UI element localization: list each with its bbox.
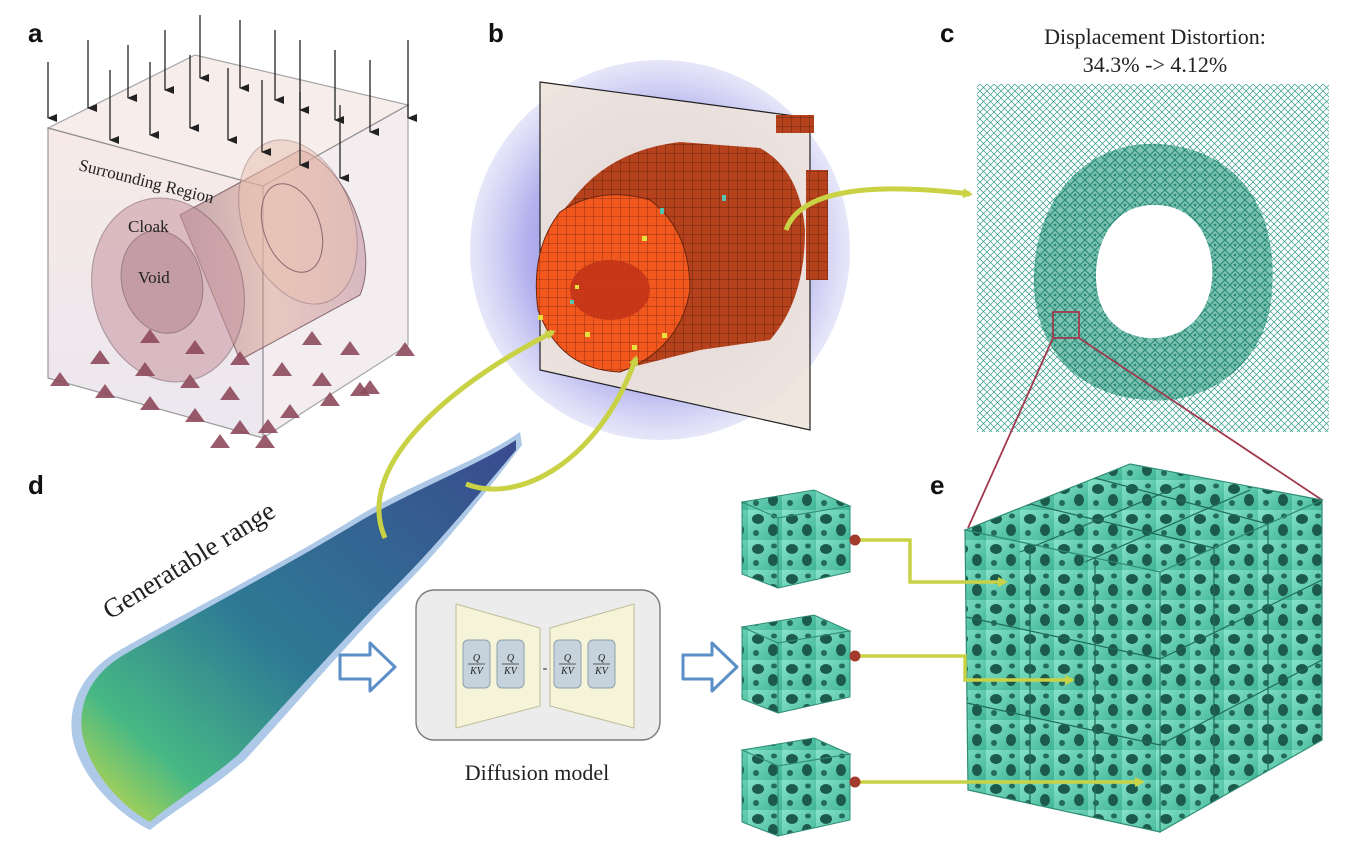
support-triangle bbox=[95, 384, 115, 398]
support-triangle bbox=[210, 434, 230, 448]
voxel-teal-spots bbox=[570, 195, 726, 304]
unit-cell-side bbox=[777, 630, 851, 714]
unit-cell-front bbox=[741, 626, 779, 714]
label-cloak: Cloak bbox=[128, 217, 169, 236]
panel-e: e bbox=[930, 463, 1325, 834]
attention-kv-label: KV bbox=[560, 666, 576, 677]
attention-block: Q KV bbox=[462, 639, 491, 689]
support-triangle bbox=[230, 420, 250, 434]
connector-arrow-2 bbox=[855, 654, 1075, 685]
support-triangle bbox=[395, 342, 415, 356]
yellow-arrow-b-to-c bbox=[783, 186, 973, 231]
cell-to-lattice-connectors bbox=[849, 534, 1145, 788]
support-triangle bbox=[185, 340, 205, 354]
support-triangle bbox=[230, 351, 250, 365]
unit-cell-3 bbox=[740, 737, 852, 837]
attention-q-label: Q bbox=[598, 653, 606, 664]
void-hole bbox=[1095, 204, 1213, 339]
panel-letter-b: b bbox=[488, 18, 504, 48]
attention-kv-label: KV bbox=[469, 666, 485, 677]
support-triangle bbox=[90, 350, 110, 364]
support-triangle bbox=[360, 380, 380, 394]
voxel-back-side bbox=[806, 170, 828, 280]
support-triangle bbox=[185, 408, 205, 422]
hollow-arrow-d-to-model bbox=[338, 641, 397, 693]
yellow-arrow-d-to-b-2 bbox=[465, 355, 639, 492]
connector-dot-2 bbox=[849, 650, 861, 662]
connector-dot-3 bbox=[849, 776, 861, 788]
support-triangle bbox=[50, 372, 70, 386]
attention-block: Q KV bbox=[553, 639, 582, 689]
panel-d: d Generatable range bbox=[28, 432, 522, 830]
zoom-line-left bbox=[967, 337, 1054, 529]
connector-dot-1 bbox=[849, 534, 861, 546]
support-triangle bbox=[140, 329, 160, 343]
diffusion-model-caption: Diffusion model bbox=[465, 760, 609, 785]
support-triangle bbox=[302, 331, 322, 345]
voxel-highlights bbox=[538, 236, 667, 350]
connector-arrow-1 bbox=[855, 538, 1008, 587]
support-triangle bbox=[140, 396, 160, 410]
support-triangle bbox=[135, 362, 155, 376]
attention-blocks: Q KV Q KV Q KV Q KV bbox=[462, 639, 616, 689]
panel-a: a Surrounding Region Cloak Void bbox=[28, 15, 417, 448]
panel-letter-c: c bbox=[940, 18, 954, 48]
unit-cell-1 bbox=[740, 489, 852, 589]
unit-cell-side bbox=[777, 753, 851, 837]
attention-q-label: Q bbox=[473, 653, 481, 664]
support-triangle bbox=[280, 404, 300, 418]
lattice-cube-grid bbox=[965, 477, 1323, 818]
panel-c: c Displacement Distortion: 34.3% -> 4.12… bbox=[940, 18, 1329, 529]
panel-letter-d: d bbox=[28, 470, 44, 500]
unit-cell-side bbox=[777, 505, 851, 589]
cloak-cylinder bbox=[91, 139, 367, 383]
support-triangle bbox=[258, 419, 278, 433]
yellow-arrow-d-to-b-1 bbox=[376, 329, 556, 540]
attention-block: Q KV bbox=[496, 639, 525, 689]
panel-letter-a: a bbox=[28, 18, 43, 48]
distortion-title-line2: 34.3% -> 4.12% bbox=[1083, 52, 1227, 77]
diffusion-model: Q KV Q KV Q KV Q KV - Diffusion model bbox=[415, 589, 661, 785]
zoom-line-right bbox=[1078, 337, 1323, 501]
generatable-range-wedge bbox=[81, 440, 517, 822]
unet-separator: - bbox=[543, 661, 548, 676]
panel-b: b bbox=[470, 18, 850, 440]
distortion-title-line1: Displacement Distortion: bbox=[1044, 24, 1266, 49]
panel-letter-e: e bbox=[930, 470, 944, 500]
load-arrows bbox=[47, 15, 417, 182]
voxel-back-top bbox=[776, 115, 814, 133]
unit-cell-front bbox=[741, 749, 779, 837]
hollow-arrow-model-to-cells bbox=[681, 641, 739, 693]
support-triangle bbox=[320, 392, 340, 406]
support-triangle bbox=[220, 386, 240, 400]
label-void: Void bbox=[138, 268, 170, 287]
attention-kv-label: KV bbox=[594, 666, 610, 677]
attention-q-label: Q bbox=[564, 653, 572, 664]
support-triangle bbox=[272, 362, 292, 376]
zoom-box bbox=[1052, 311, 1080, 339]
unit-cell-2 bbox=[740, 614, 852, 714]
voxel-cavity bbox=[570, 260, 650, 320]
attention-kv-label: KV bbox=[503, 666, 519, 677]
attention-block: Q KV bbox=[587, 639, 616, 689]
support-triangle bbox=[255, 434, 275, 448]
support-triangle bbox=[340, 341, 360, 355]
support-triangle bbox=[312, 372, 332, 386]
unit-cells bbox=[740, 489, 852, 837]
support-triangles bbox=[50, 329, 415, 448]
unit-cell-front bbox=[741, 501, 779, 589]
support-triangle bbox=[180, 374, 200, 388]
attention-q-label: Q bbox=[507, 653, 515, 664]
